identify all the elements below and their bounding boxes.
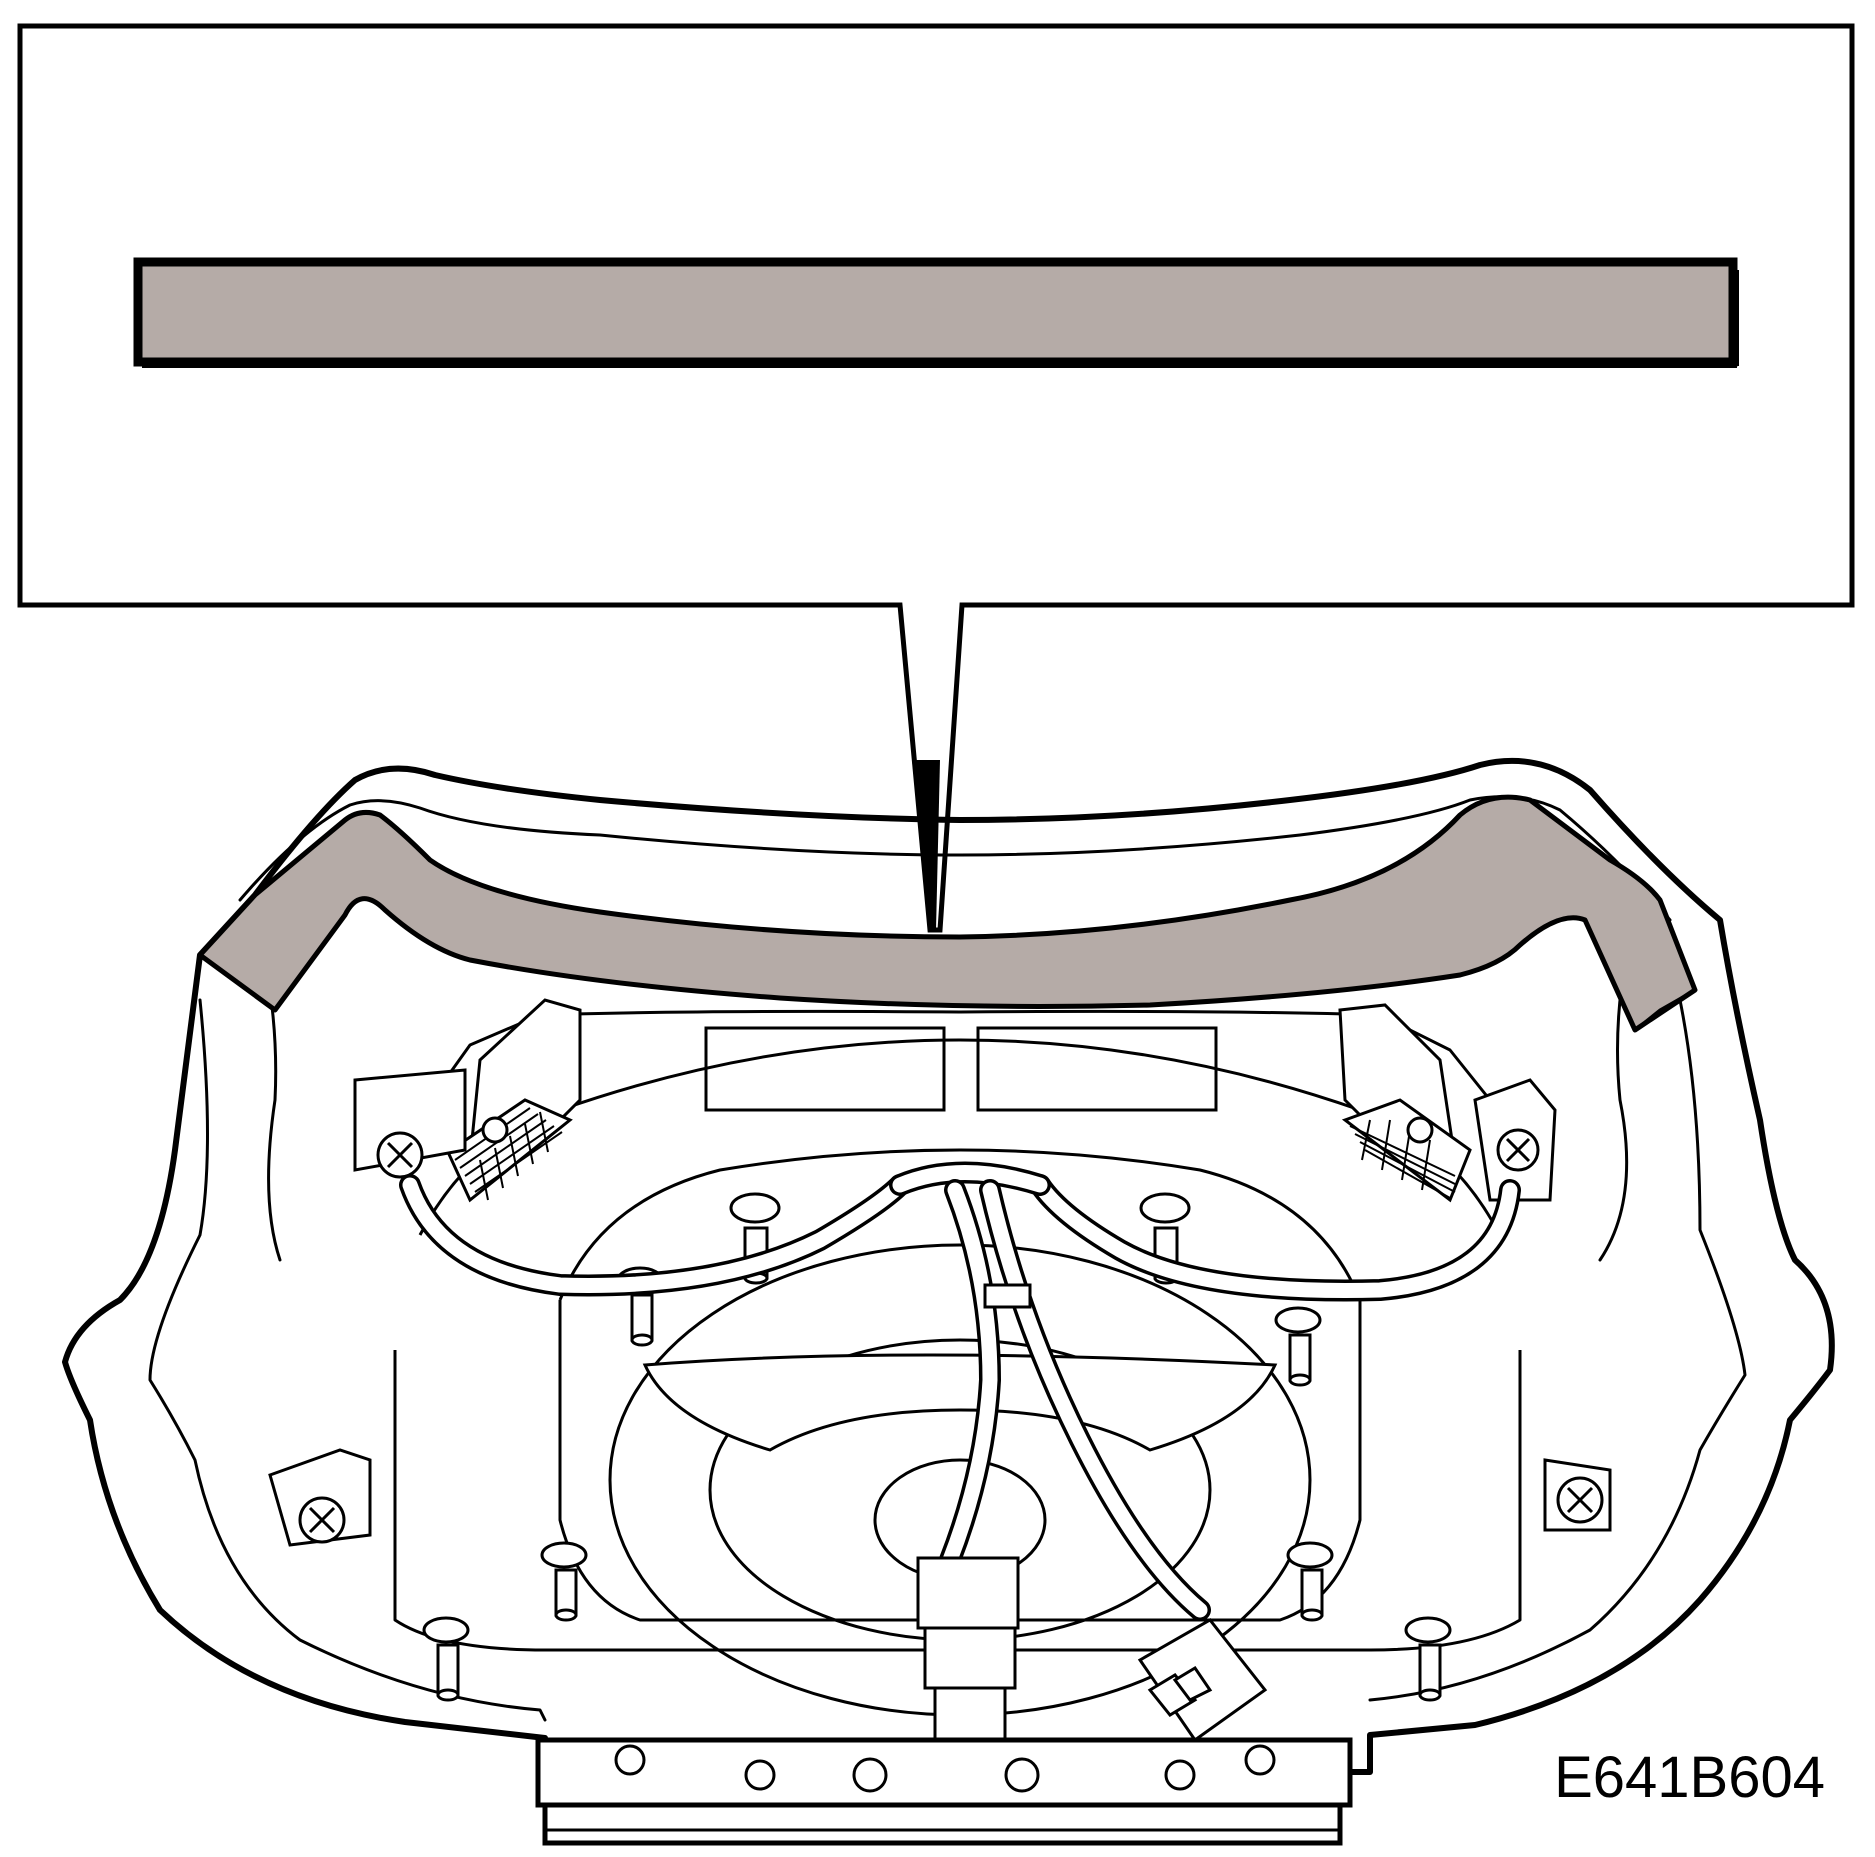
module-seal-strip-highlight [197, 794, 1698, 1033]
right-connector-block [1338, 1003, 1472, 1203]
callout-strip-highlight [133, 257, 1739, 368]
figure-reference-code: E641B604 [1554, 1745, 1825, 1810]
mounting-bracket [535, 1737, 1353, 1846]
stud-6 [1286, 1541, 1334, 1622]
mounting-screw-left-top [353, 1068, 467, 1179]
stud-7 [422, 1616, 470, 1702]
mounting-screw-right-top [1473, 1078, 1557, 1202]
mounting-screw-left-bottom [268, 1448, 372, 1547]
stud-8 [1404, 1616, 1452, 1702]
mounting-screw-right-bottom [1543, 1458, 1612, 1532]
left-connector-block [446, 998, 582, 1203]
stud-4 [1274, 1306, 1322, 1387]
stud-5 [540, 1541, 588, 1622]
connector-center [916, 1556, 1020, 1745]
connector-right [1137, 1618, 1268, 1743]
wiring-harness [399, 1161, 1521, 1621]
mounting-studs [422, 1192, 1452, 1702]
callout-box [17, 23, 1855, 933]
